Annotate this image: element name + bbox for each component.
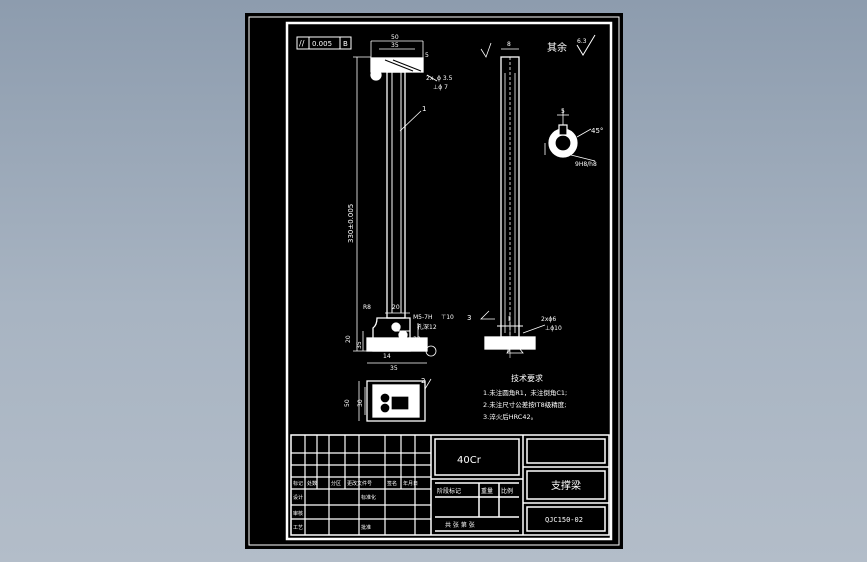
engineering-drawing: // 0.005 B 50 [248, 16, 620, 546]
dim-thread: M5-7H [413, 314, 433, 321]
tb-label-change: 更改文件号 [347, 480, 372, 487]
dim-length: 330±0.005 [347, 204, 355, 243]
outer-border [248, 16, 620, 546]
notes-title: 技术要求 [511, 373, 543, 383]
tb-label-zone: 分区 [331, 480, 341, 487]
stem [386, 71, 406, 319]
dim-thread-depth: ⊤10 [441, 314, 454, 321]
dim-side-holes: 2xϕ6 [541, 316, 556, 323]
tb-label-craft: 工艺 [293, 525, 303, 531]
tb-label-sign: 签名 [387, 480, 397, 487]
tb-label-design: 设计 [293, 494, 303, 501]
front-view [366, 57, 428, 352]
tb-label-stage: 阶段标记 [437, 487, 461, 495]
foot-hole [391, 322, 401, 332]
drawing-sheet: // 0.005 B 50 [245, 13, 623, 549]
dim-bottom-width: 20 [392, 304, 400, 311]
dim-bottom-h1: 50 [344, 399, 351, 407]
dim-top-inner: 35 [391, 42, 399, 49]
dim-chamfer: 2x [426, 75, 434, 82]
tolerance-datum: B [343, 40, 348, 48]
section-width: 5 [561, 108, 565, 115]
note-1: 1.未注圆角R1，未注倒角C1; [483, 388, 567, 397]
bottom-view [358, 378, 432, 422]
top-hole [370, 69, 382, 81]
side-view-labels: 8 2xϕ6 ⊥ϕ10 I 3 A [467, 41, 562, 353]
tb-label-approve: 批准 [361, 524, 371, 531]
tolerance-frame: // 0.005 B [296, 36, 352, 50]
section-fit: 9H8/h8 [575, 161, 597, 168]
dim-hole-dia: ϕ 3.5 [437, 75, 453, 82]
tolerance-value: 0.005 [312, 40, 332, 48]
title-block-grid [291, 435, 431, 535]
dim-top-width: 50 [391, 34, 399, 41]
dim-w33: 33 [413, 336, 421, 343]
roughness-value: 6.3 [577, 38, 587, 45]
inner-border [285, 21, 613, 541]
tolerance-symbol: // [299, 39, 305, 48]
front-view-labels: 50 35 5 2x ϕ 3.5 ⊥ϕ 7 1 330±0.005 20 R8 … [345, 34, 454, 372]
bottom-view-mark: 2 [421, 377, 425, 385]
note-2: 2.未注尺寸公差按IT8级精度; [483, 400, 566, 409]
roughness-note: 其余 6.3 [547, 34, 596, 56]
dim-w35: 35 [390, 365, 398, 372]
section-angle: 45° [591, 127, 603, 135]
title-block [290, 434, 610, 536]
dim-hole-depth2: 孔深12 [417, 323, 437, 331]
dim-w14: 14 [383, 353, 391, 360]
part-marker: 1 [422, 105, 426, 113]
bottom-view-labels: 50 30 2 [344, 377, 425, 407]
section-labels: 5 45° 9H8/h8 [561, 108, 603, 168]
tb-label-sheets: 共 张 第 张 [445, 521, 475, 529]
tb-label-mark: 标记 [293, 480, 303, 487]
tb-label-weight: 重量 [481, 487, 493, 495]
dim-h20: 20 [345, 335, 352, 343]
technical-notes: 技术要求 1.未注圆角R1，未注倒角C1; 2.未注尺寸公差按IT8级精度; 3… [483, 373, 567, 421]
title-block-labels: 标记 处数 分区 更改文件号 签名 年月日 设计 标准化 审核 工艺 批准 阶段… [293, 455, 583, 531]
roughness-other: 其余 [547, 41, 567, 54]
arrow-a: A [507, 348, 510, 353]
section-detail [544, 109, 596, 162]
dim-side-holes-depth: ⊥ϕ10 [545, 325, 562, 332]
dim-h35: 35 [356, 341, 363, 349]
material: 40Cr [457, 455, 482, 466]
tb-label-review: 审核 [293, 510, 303, 517]
note-3: 3.淬火后HRC42。 [483, 412, 537, 421]
side-view-dimensions [480, 42, 546, 354]
dim-hole-depth: ⊥ϕ 7 [433, 84, 448, 91]
section-mark: I [508, 315, 510, 323]
side-view [484, 56, 536, 358]
tb-label-date: 年月日 [403, 480, 418, 487]
dim-top-side: 5 [425, 52, 429, 59]
detail-circle [425, 345, 437, 357]
tb-label-scale: 比例 [501, 487, 513, 495]
drawing-number: QJC150-02 [545, 516, 583, 524]
dim-side-top: 8 [507, 41, 511, 48]
view-3-label: 3 [467, 314, 471, 322]
part-name: 支撑梁 [551, 479, 581, 492]
tb-label-std: 标准化 [361, 494, 376, 501]
dim-radius: R8 [363, 304, 371, 311]
bottom-foot [366, 337, 428, 352]
tb-label-count: 处数 [307, 480, 317, 487]
dim-bottom-h2: 30 [357, 399, 364, 407]
front-view-dimensions [353, 40, 438, 364]
